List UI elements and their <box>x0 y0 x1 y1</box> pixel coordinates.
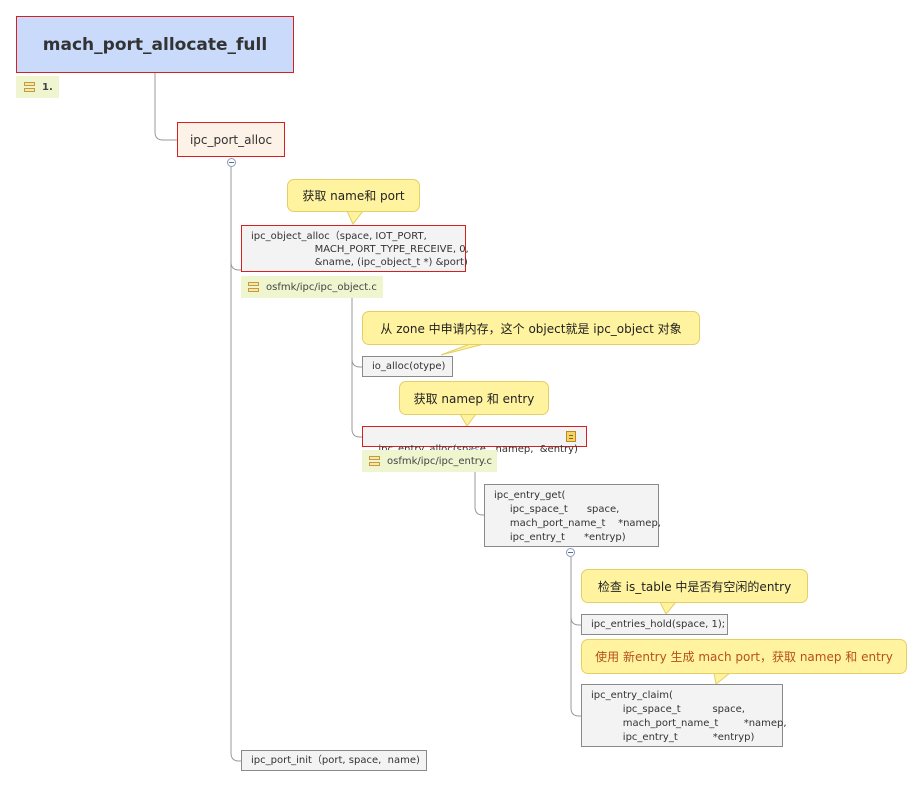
root-title: mach_port_allocate_full <box>42 34 268 55</box>
callout-new-entry: 使用 新entry 生成 mach port，获取 namep 和 entry <box>581 639 907 674</box>
callout-zone-alloc: 从 zone 中申请内存，这个 object就是 ipc_object 对象 <box>362 311 700 345</box>
node-io-alloc[interactable]: io_alloc(otype) <box>362 356 453 377</box>
callout-get-namep-entry-text: 获取 namep 和 entry <box>413 391 535 406</box>
callout-new-entry-text: 使用 新entry 生成 mach port，获取 namep 和 entry <box>595 650 893 664</box>
root-note[interactable]: 1. <box>16 76 59 98</box>
edge-entryalloc-get <box>474 458 484 516</box>
node-ipc-entry-get[interactable]: ipc_entry_get( ipc_space_t space, mach_p… <box>484 484 661 547</box>
memo-icon[interactable] <box>566 431 576 442</box>
node-ipc-object-alloc[interactable]: ipc_object_alloc（space, IOT_PORT, MACH_P… <box>241 225 469 272</box>
callout-check-is-table: 检查 is_table 中是否有空闲的entry <box>581 569 808 603</box>
note-ipc-object[interactable]: osfmk/ipc/ipc_object.c <box>241 276 383 298</box>
node-ipc-port-init[interactable]: ipc_port_init（port, space, name) <box>241 750 427 771</box>
callout-get-name-port: 获取 name和 port <box>287 179 420 212</box>
node-ipc-entry-alloc[interactable]: ipc_entry_alloc(space, namep, &entry) <box>362 426 587 455</box>
edge-trunk-init <box>230 167 241 762</box>
callout-zone-alloc-text: 从 zone 中申请内存，这个 object就是 ipc_object 对象 <box>380 321 682 336</box>
note-icon <box>248 281 259 293</box>
collapse-icon[interactable] <box>566 548 575 557</box>
edge-root-alloc <box>154 73 177 141</box>
callout-check-is-table-text: 检查 is_table 中是否有空闲的entry <box>597 579 792 594</box>
node-ipc-entries-hold[interactable]: ipc_entries_hold(space, 1); <box>581 614 728 635</box>
note-ipc-object-label: osfmk/ipc/ipc_object.c <box>266 281 377 293</box>
node-ipc-port-alloc[interactable]: ipc_port_alloc <box>177 122 285 157</box>
callout-get-name-port-text: 获取 name和 port <box>302 189 405 203</box>
note-ipc-entry-label: osfmk/ipc/ipc_entry.c <box>387 455 493 467</box>
pointer-get-name-port <box>346 210 365 225</box>
edge-trunk-object <box>230 261 241 271</box>
callout-get-namep-entry: 获取 namep 和 entry <box>399 381 549 415</box>
root-topic[interactable]: mach_port_allocate_full <box>16 16 294 73</box>
node-ipc-port-alloc-label: ipc_port_alloc <box>189 132 273 147</box>
node-ipc-entry-alloc-label: ipc_entry_alloc(space, namep, &entry) <box>378 444 578 455</box>
edge-get-hold <box>570 557 581 626</box>
root-note-label: 1. <box>42 81 53 93</box>
pointer-zone-alloc <box>440 343 485 356</box>
edge-object-ioalloc <box>351 296 362 368</box>
edge-get-claim <box>570 617 581 717</box>
note-ipc-entry[interactable]: osfmk/ipc/ipc_entry.c <box>362 450 497 472</box>
note-icon <box>369 455 380 467</box>
pointer-get-namep-entry <box>459 413 477 427</box>
collapse-icon[interactable] <box>227 158 236 167</box>
node-ipc-entry-claim[interactable]: ipc_entry_claim( ipc_space_t space, mach… <box>581 684 787 747</box>
pointer-check-is-table <box>659 601 678 615</box>
note-icon <box>24 81 35 93</box>
pointer-new-entry <box>713 672 732 685</box>
edge-object-entryalloc <box>351 359 362 438</box>
